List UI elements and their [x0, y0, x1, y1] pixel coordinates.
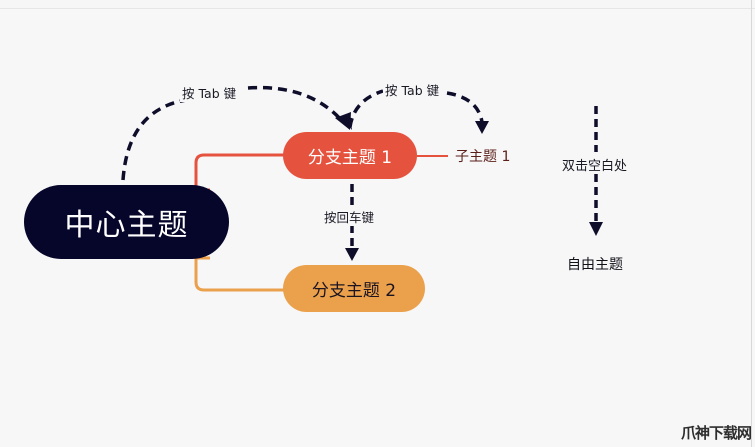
tab-arrow-1-tail	[247, 85, 345, 124]
enter-key-annotation: 按回车键	[322, 207, 377, 226]
tab-key-annotation-1: 按 Tab 键	[180, 83, 239, 102]
tab-arrow-1	[121, 98, 187, 181]
central-topic[interactable]: 中心主题	[24, 185, 229, 259]
branch-topic-2-label: 分支主题 2	[311, 281, 397, 301]
subtopic-1[interactable]: 子主题 1	[455, 149, 511, 165]
watermark: 爪神下载网	[680, 424, 752, 442]
tab-arrow-2	[348, 89, 384, 128]
enter-arrow-head	[345, 248, 359, 261]
dblclick-arrow-head	[589, 222, 603, 236]
scrollbar-edge	[751, 0, 752, 447]
branch-topic-1[interactable]: 分支主题 1	[283, 132, 417, 179]
central-topic-label: 中心主题	[64, 208, 189, 243]
tab-arrow-1-head	[335, 112, 351, 130]
branch-topic-2[interactable]: 分支主题 2	[283, 265, 425, 312]
tab-arrow-2-tail	[446, 91, 484, 123]
free-topic[interactable]: 自由主题	[567, 257, 623, 273]
top-bar	[0, 0, 755, 9]
branch1-connector	[194, 153, 285, 192]
branch2-connector	[194, 256, 285, 292]
tab-arrow-2-start	[343, 118, 352, 130]
double-click-annotation: 双击空白处	[560, 155, 630, 174]
tab-arrow-2-head	[475, 121, 489, 134]
tab-key-annotation-2: 按 Tab 键	[383, 80, 442, 99]
branch-topic-1-label: 分支主题 1	[307, 148, 393, 168]
